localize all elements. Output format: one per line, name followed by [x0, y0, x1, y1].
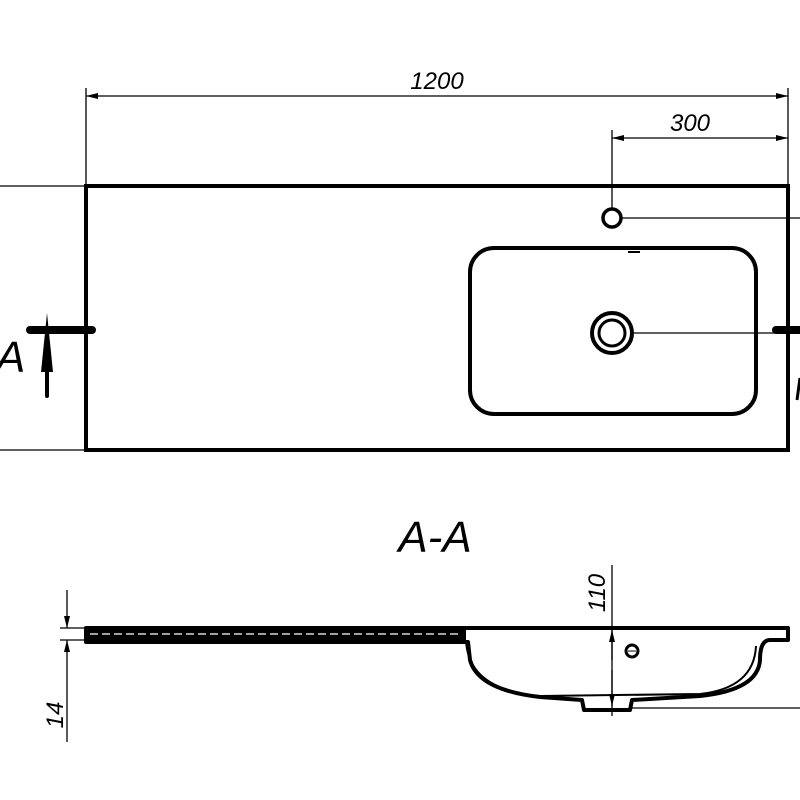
- dim-300-label: 300: [670, 110, 711, 137]
- basin-outline: [468, 246, 758, 416]
- dim-14-label: 14: [42, 702, 69, 729]
- dim-1200-label: 1200: [410, 68, 464, 95]
- dim-110-label: 110: [584, 573, 611, 612]
- plan-view: 1200 300 A: [0, 68, 800, 452]
- section-view: A-A 14 110: [42, 513, 800, 742]
- drain-inner: [597, 318, 627, 348]
- tap-hole: [601, 207, 623, 229]
- overflow-hole: [624, 643, 640, 659]
- section-title: A-A: [395, 513, 471, 562]
- section-marker-left: A: [0, 313, 96, 398]
- section-marker-label: A: [0, 333, 25, 382]
- countertop-outline: [84, 184, 790, 452]
- section-profile: [84, 626, 790, 712]
